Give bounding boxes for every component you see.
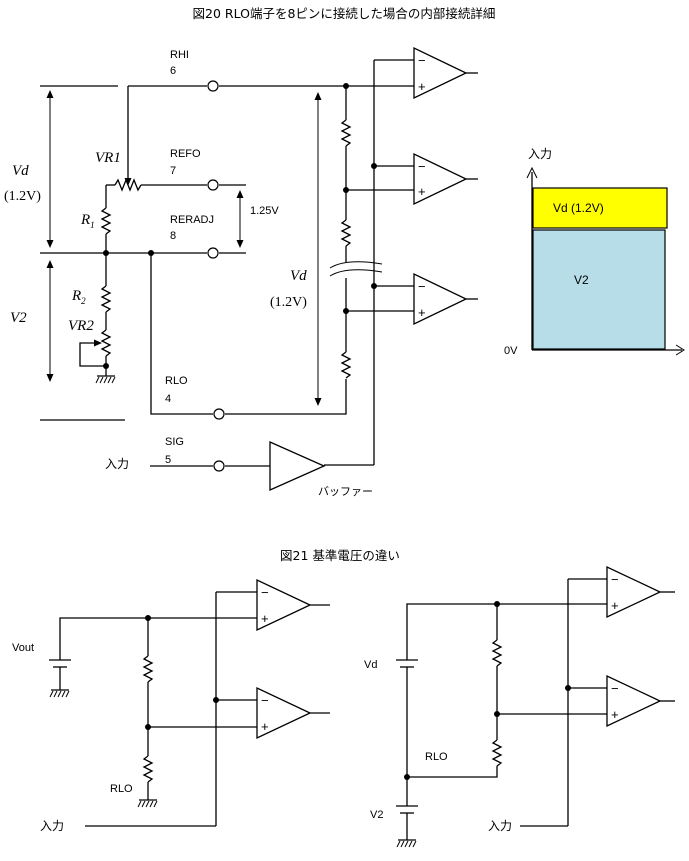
vd-left-label: Vd	[12, 163, 29, 179]
comp1-minus: −	[418, 53, 426, 68]
rhi-pin-number: 6	[170, 65, 176, 77]
f21-comp1-plus: +	[261, 611, 269, 626]
f21-comp2-minus: −	[261, 693, 269, 708]
vd-left-value: (1.2V)	[4, 189, 41, 204]
fig21-right-input-label: 入力	[488, 819, 512, 833]
vr2-label: VR2	[68, 318, 94, 334]
fig20-title: 図20 RLO端子を8ピンに接続した場合の内部接続詳細	[193, 6, 496, 21]
f21r-comp2-minus: −	[611, 681, 619, 696]
fig21-left-circuit	[49, 578, 330, 827]
f21r-comp1-plus: +	[611, 598, 619, 613]
vd-label-fig21: Vd	[364, 659, 377, 671]
v2-label-fig21: V2	[370, 809, 383, 821]
refo-pin-name: REFO	[170, 148, 201, 160]
v2-bar-segment	[532, 229, 666, 350]
fig21-left-rlo-label: RLO	[110, 783, 133, 795]
r1-label: R1	[80, 212, 95, 230]
fig21-left-input-label: 入力	[40, 819, 64, 833]
fig20-input-label: 入力	[105, 457, 129, 471]
bar-zero-label: 0V	[504, 345, 518, 357]
comp3-plus: +	[418, 305, 426, 320]
rlo-pin-name: RLO	[165, 375, 188, 387]
sig-pin-name: SIG	[165, 436, 184, 448]
f21-comp2-plus: +	[261, 719, 269, 734]
reradj-pin-number: 8	[170, 230, 176, 242]
sig-pin-number: 5	[165, 454, 171, 466]
rlo-pin-number: 4	[165, 393, 171, 405]
rhi-pin-name: RHI	[170, 49, 189, 61]
comp2-plus: +	[418, 184, 426, 199]
refo-pin-number: 7	[170, 165, 176, 177]
r2-label: R2	[71, 288, 86, 306]
bar-top-label: Vd (1.2V)	[553, 201, 604, 215]
comp2-minus: −	[418, 159, 426, 174]
reradj-pin-name: RERADJ	[170, 214, 214, 226]
bar-axis-label: 入力	[528, 147, 552, 161]
vd-right-label: Vd	[290, 268, 307, 284]
buffer-label: バッファー	[318, 485, 373, 498]
voltage-bar-chart	[526, 166, 685, 356]
vout-label: Vout	[12, 642, 34, 654]
comp3-minus: −	[418, 279, 426, 294]
f21r-comp2-plus: +	[611, 707, 619, 722]
f21-comp1-minus: −	[261, 585, 269, 600]
fig20-circuit	[40, 46, 478, 492]
bar-bottom-label: V2	[574, 273, 589, 287]
vd-bar-segment	[532, 187, 668, 229]
fig21-right-rlo-label: RLO	[425, 751, 448, 763]
vr1-label: VR1	[95, 150, 121, 166]
v125-label: 1.25V	[250, 205, 279, 217]
vd-right-value: (1.2V)	[270, 295, 307, 310]
fig21-right-circuit	[396, 565, 675, 848]
v2-left-label: V2	[10, 310, 27, 326]
comp1-plus: +	[418, 79, 426, 94]
fig21-title: 図21 基準電圧の違い	[280, 548, 400, 563]
f21r-comp1-minus: −	[611, 572, 619, 587]
